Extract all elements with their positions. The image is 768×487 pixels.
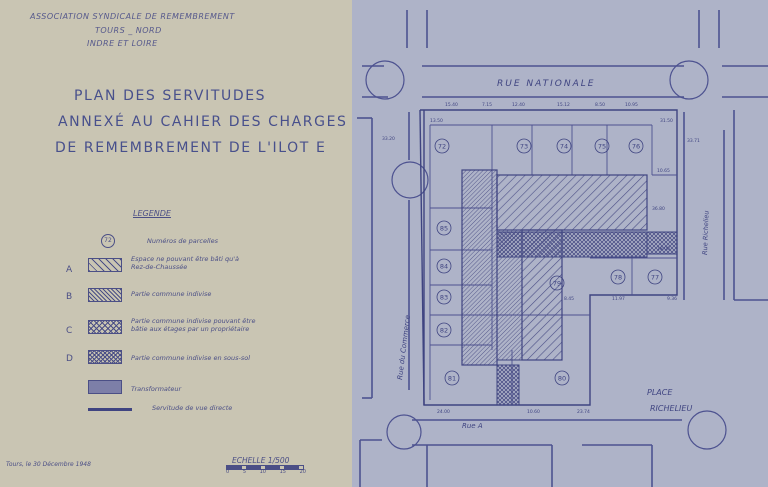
dim-misc: 10.65 [657, 168, 670, 174]
svg-text:74: 74 [560, 143, 568, 151]
title-panel: ASSOCIATION SYNDICALE DE REMEMBREMENT TO… [0, 0, 352, 487]
parcel-83: 83 [436, 289, 452, 305]
parcel-number-marker: 72 [101, 234, 115, 248]
dim-misc: 9.36 [667, 296, 677, 302]
parcel-78: 78 [610, 269, 626, 285]
parcel-76: 76 [628, 138, 644, 154]
parcel-79: 79 [549, 275, 565, 291]
svg-text:79: 79 [553, 280, 561, 288]
block-outline [419, 109, 678, 406]
dim-misc: 10.60 [527, 409, 540, 415]
title-line-1: PLAN DES SERVITUDES [74, 88, 267, 104]
dim-misc: 31.50 [660, 118, 673, 124]
dim-misc: 36.80 [652, 206, 665, 212]
legend-letter-a: A [66, 265, 73, 275]
legend-heading: LEGENDE [133, 209, 171, 218]
svg-text:77: 77 [651, 274, 659, 282]
scale-tick: 15 [279, 469, 286, 475]
legend-text-view: Servitude de vue directe [152, 404, 233, 412]
legend-text-a2: Rez-de-Chaussée [131, 263, 188, 271]
svg-text:82: 82 [440, 327, 448, 335]
corner-circles [365, 60, 727, 450]
scale-tick: 5 [242, 469, 246, 475]
scale-bar [226, 465, 304, 470]
parcel-numbers: 72 73 74 75 76 85 84 83 82 81 80 79 78 7… [434, 138, 663, 386]
dim-misc: 33.71 [687, 138, 700, 144]
dim-misc: 18.00 [657, 246, 670, 252]
svg-text:85: 85 [440, 225, 448, 233]
association-department: INDRE ET LOIRE [87, 39, 158, 48]
svg-text:78: 78 [614, 274, 622, 282]
dim-misc: 8.45 [564, 296, 574, 302]
parcel-77: 77 [647, 269, 663, 285]
legend-text-a1: Espace ne pouvant être bâti qu'à [131, 255, 240, 263]
street-east: Rue Richelieu [701, 210, 711, 255]
legend-swatch-transformer [88, 380, 122, 394]
legend-text-transformer: Transformateur [131, 385, 182, 393]
legend-text-d: Partie commune indivise en sous-sol [131, 354, 251, 362]
legend-text-b: Partie commune indivise [131, 290, 212, 298]
dim-top: 8.50 [595, 102, 605, 108]
legend-letter-b: B [66, 292, 73, 302]
svg-text:75: 75 [598, 143, 606, 151]
place-date: Tours, le 30 Décembre 1948 [6, 461, 91, 468]
parcel-74: 74 [556, 138, 572, 154]
legend-swatch-b [88, 288, 122, 302]
svg-text:83: 83 [440, 294, 448, 302]
dim-misc: 33.20 [382, 136, 395, 142]
legend-letter-c: C [66, 326, 73, 336]
street-south: Rue A [462, 422, 483, 430]
parcel-73: 73 [516, 138, 532, 154]
legend-swatch-c [88, 320, 122, 334]
parcel-marker-number: 72 [104, 237, 112, 244]
svg-text:76: 76 [632, 143, 640, 151]
legend-line-view [88, 408, 132, 411]
parcel-80: 80 [554, 370, 570, 386]
scale-tick: 20 [299, 469, 306, 475]
svg-text:81: 81 [448, 375, 456, 383]
place-name-2: RICHELIEU [650, 404, 692, 413]
parcel-82: 82 [436, 322, 452, 338]
legend-swatch-a [88, 258, 122, 272]
legend-text-c2: bâtie aux étages par un propriétaire [131, 325, 250, 333]
parcel-84: 84 [436, 258, 452, 274]
street-north: RUE NATIONALE [497, 79, 595, 89]
legend-letter-d: D [66, 354, 73, 364]
scale-ticks: 0 5 10 15 20 [226, 469, 306, 475]
parcel-81: 81 [444, 370, 460, 386]
dim-misc: 23.74 [577, 409, 590, 415]
dim-top: 10.95 [625, 102, 638, 108]
dim-top: 12.40 [512, 102, 525, 108]
parcel-85: 85 [436, 220, 452, 236]
dim-misc: 11.97 [612, 296, 625, 302]
svg-text:80: 80 [558, 375, 566, 383]
svg-text:72: 72 [438, 143, 446, 151]
servitude-zone-c [496, 231, 678, 406]
svg-text:84: 84 [440, 263, 448, 271]
parcel-75: 75 [594, 138, 610, 154]
legend-swatch-d [88, 350, 122, 364]
parcel-72: 72 [434, 138, 450, 154]
scale-label: ECHELLE 1/500 [232, 456, 290, 465]
dim-top: 7.15 [482, 102, 492, 108]
svg-text:73: 73 [520, 143, 528, 151]
dim-misc: 24.00 [437, 409, 450, 415]
title-line-3: DE REMEMBREMENT DE L'ILOT E [55, 140, 327, 156]
scale-tick: 10 [259, 469, 266, 475]
title-line-2: ANNEXÉ AU CAHIER DES CHARGES [58, 114, 348, 130]
legend-text-c1: Partie commune indivise pouvant être [131, 317, 256, 325]
dim-misc: 13.50 [430, 118, 443, 124]
place-name-1: PLACE [647, 388, 673, 397]
dim-top: 15.40 [445, 102, 458, 108]
legend-parcel-label: Numéros de parcelles [147, 237, 218, 245]
scale-tick: 0 [226, 469, 230, 475]
dimension-labels: 15.40 7.15 12.40 15.12 8.50 10.95 13.50 … [382, 102, 700, 415]
association-name: ASSOCIATION SYNDICALE DE REMEMBREMENT [30, 12, 235, 21]
dim-top: 15.12 [557, 102, 570, 108]
association-city: TOURS _ NORD [95, 26, 162, 35]
block-plan-map: 72 73 74 75 76 85 84 83 82 81 80 79 78 7… [357, 10, 768, 487]
